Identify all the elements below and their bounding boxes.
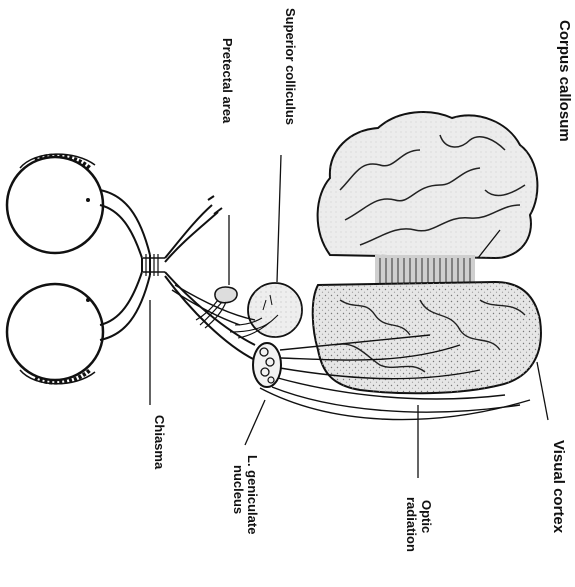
label-chiasma: Chiasma — [152, 415, 167, 470]
optic-nerves-and-chiasma — [100, 190, 255, 360]
lgn-leader — [245, 400, 265, 445]
superior-colliculus — [230, 283, 302, 338]
lateral-geniculate-nucleus — [253, 343, 281, 387]
label-optic-radiation-line2: radiation — [404, 497, 419, 552]
label-lgn-line1: L. geniculate — [245, 455, 260, 534]
brain-upper-hemisphere — [318, 112, 538, 258]
right-eye — [7, 284, 103, 384]
label-optic-radiation-line1: Optic — [419, 500, 434, 533]
left-eye — [7, 154, 103, 253]
label-superior-colliculus: Superior colliculus — [283, 8, 298, 125]
label-corpus-callosum: Corpus callosum — [556, 20, 573, 142]
label-pretectal-area: Pretectal area — [220, 38, 235, 124]
corpus-callosum — [375, 255, 475, 285]
label-lgn-line2: nucleus — [231, 465, 246, 514]
cortex-leader — [537, 362, 548, 420]
labels: Corpus callosum Superior colliculus Pret… — [152, 8, 573, 552]
label-visual-cortex: Visual cortex — [550, 440, 567, 534]
colliculus-leader — [277, 155, 281, 282]
